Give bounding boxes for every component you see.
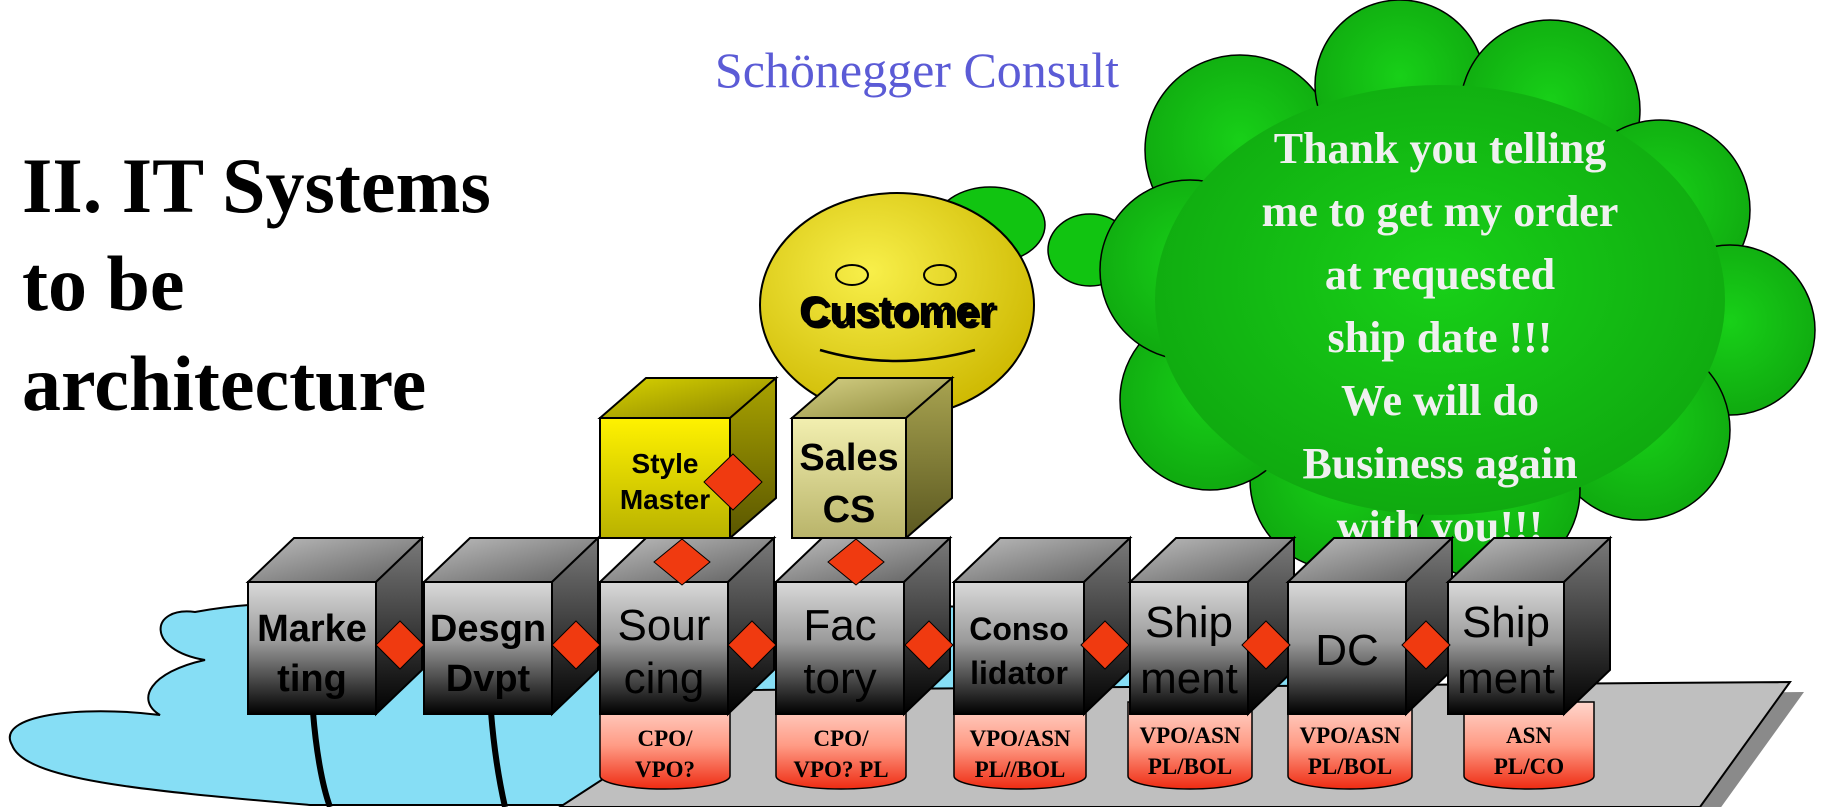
cube-shipment-line-1: Ship <box>1145 598 1233 647</box>
cube-shipment: Ship ment <box>1127 535 1297 717</box>
database-consolidator-line-1: VPO/ASN <box>970 726 1071 751</box>
cube-consolidator-line-2: lidator <box>970 655 1068 691</box>
customer-label-shadow: Customer <box>802 290 998 337</box>
database-shipment: VPO/ASN PL/BOL <box>1127 701 1253 790</box>
cube-marketing-line-2: ting <box>277 658 347 700</box>
cube-sourcing-line-2: cing <box>624 654 705 703</box>
cube-sales-cs-line-1: Sales <box>799 437 898 479</box>
cube-design-development-line-1: Desgn <box>430 608 546 650</box>
database-final-shipment-line-1: ASN <box>1506 723 1552 748</box>
connector-diamond-4 <box>904 620 954 670</box>
connector-diamond-sourcing-up <box>653 538 711 586</box>
cube-shipment-line-2: ment <box>1140 654 1238 703</box>
cube-sourcing-line-1: Sour <box>618 601 711 650</box>
cube-sales-cs-line-2: CS <box>823 489 876 531</box>
speech-line-4: ship date !!! <box>1328 313 1553 362</box>
slide-title-line-2: to be <box>22 240 184 327</box>
cube-factory-line-1: Fac <box>803 601 876 650</box>
cube-consolidator: Conso lidator <box>951 535 1133 717</box>
brand-name: Schönegger Consult <box>715 42 1119 98</box>
cube-final-shipment-line-1: Ship <box>1462 598 1550 647</box>
speech-line-5: We will do <box>1341 376 1539 425</box>
database-sourcing-line-1: CPO/ <box>638 726 694 751</box>
cube-final-shipment-line-2: ment <box>1457 654 1555 703</box>
connector-diamond-factory-up <box>827 538 885 586</box>
database-dc-line-2: PL/BOL <box>1308 754 1392 779</box>
connector-diamond-5 <box>1080 620 1130 670</box>
cube-sales-cs: Sales CS <box>789 375 955 541</box>
database-consolidator: VPO/ASN PL//BOL <box>953 701 1087 790</box>
cube-dc: DC <box>1285 535 1455 717</box>
cube-dc-line-1: DC <box>1315 626 1379 675</box>
cube-consolidator-line-1: Conso <box>969 611 1069 647</box>
speech-cloud <box>934 0 1816 581</box>
database-factory-line-1: CPO/ <box>814 726 870 751</box>
cube-sourcing: Sour cing <box>597 535 777 717</box>
cube-style-master-line-2: Master <box>620 484 710 515</box>
cube-marketing-line-1: Marke <box>257 608 367 650</box>
cube-style-master-line-1: Style <box>632 448 699 479</box>
database-consolidator-line-2: PL//BOL <box>975 757 1066 782</box>
connector-diamond-2 <box>551 620 601 670</box>
cable-marketing <box>310 711 333 807</box>
cube-design-development: Desgn Dvpt <box>421 535 601 717</box>
database-dc: VPO/ASN PL/BOL <box>1287 701 1413 790</box>
connector-diamond-top <box>703 453 763 511</box>
connector-diamond-1 <box>375 620 425 670</box>
cube-final-shipment: Ship ment <box>1445 535 1613 717</box>
speech-cloud-text: Thank you telling me to get my order at … <box>1262 124 1619 551</box>
speech-line-2: me to get my order <box>1262 187 1619 236</box>
left-eye-icon <box>835 264 869 286</box>
connector-diamond-3 <box>727 620 777 670</box>
slide-title-line-3: architecture <box>22 340 426 427</box>
database-final-shipment-line-2: PL/CO <box>1494 754 1564 779</box>
database-sourcing: CPO/ VPO? <box>599 701 731 790</box>
cube-design-development-line-2: Dvpt <box>446 658 531 700</box>
database-shipment-line-1: VPO/ASN <box>1140 723 1241 748</box>
database-factory: CPO/ VPO? PL <box>775 701 907 790</box>
customer-face: Customer Customer <box>759 192 1035 418</box>
cable-design <box>488 711 508 807</box>
speech-line-1: Thank you telling <box>1274 124 1607 173</box>
right-eye-icon <box>923 264 957 286</box>
database-factory-line-2: VPO? PL <box>793 757 888 782</box>
connector-diamond-7 <box>1401 620 1451 670</box>
slide-title-line-1: II. IT Systems <box>22 142 491 229</box>
speech-line-3: at requested <box>1325 250 1555 299</box>
database-dc-line-1: VPO/ASN <box>1300 723 1401 748</box>
cube-style-master: Style Master <box>597 375 779 541</box>
smile-icon <box>819 348 976 363</box>
cube-factory-line-2: tory <box>803 654 876 703</box>
database-final-shipment: ASN PL/CO <box>1463 701 1595 790</box>
customer-label: Customer <box>799 287 995 334</box>
speech-line-6: Business again <box>1302 439 1577 488</box>
connector-diamond-6 <box>1241 620 1291 670</box>
database-sourcing-line-2: VPO? <box>635 757 695 782</box>
database-shipment-line-2: PL/BOL <box>1148 754 1232 779</box>
